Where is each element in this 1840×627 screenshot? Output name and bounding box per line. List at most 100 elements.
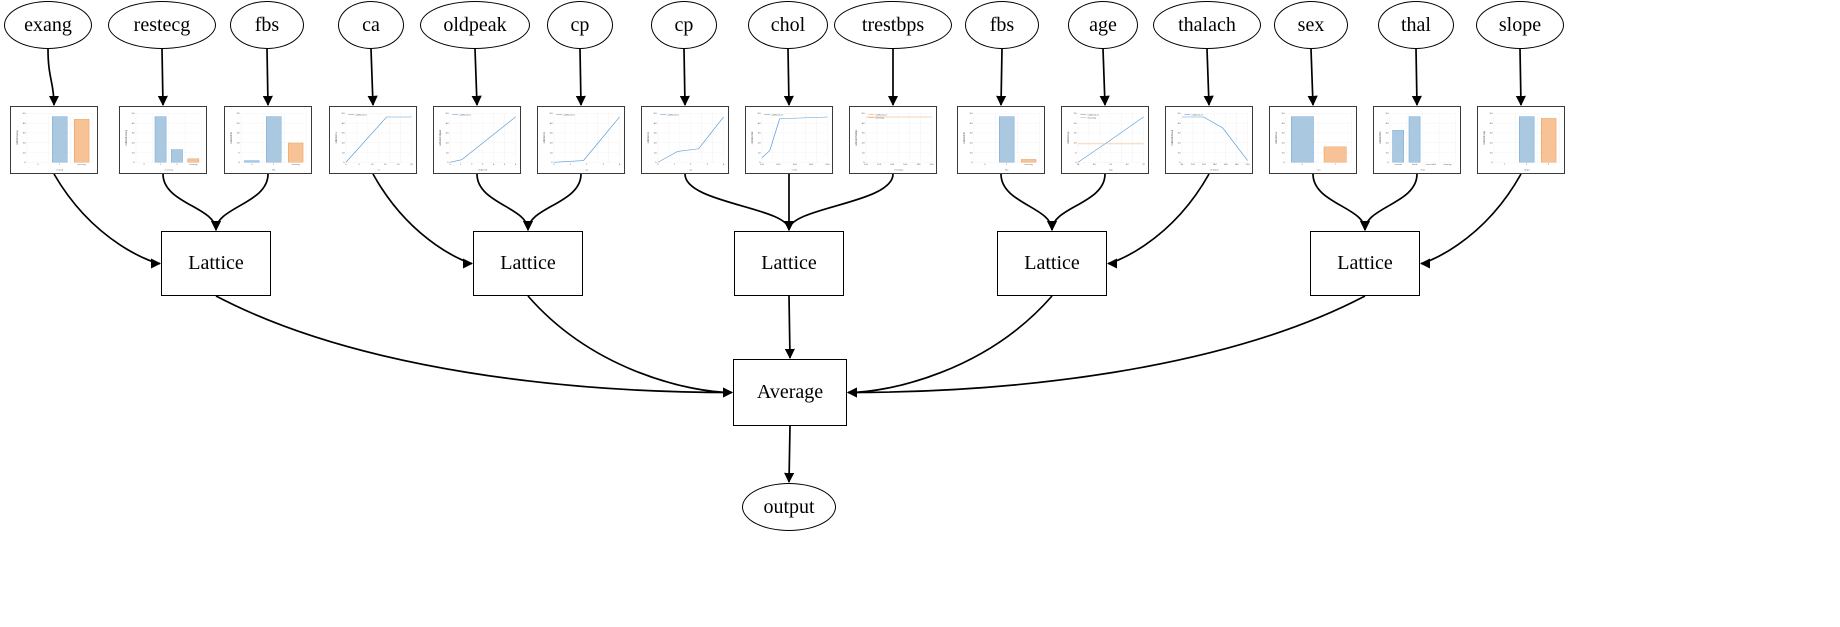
svg-text:100: 100 [760,164,765,166]
svg-text:0: 0 [971,161,973,164]
svg-text:30: 30 [23,132,27,135]
svg-text:1: 1 [160,164,162,166]
svg-text:40: 40 [862,122,866,125]
svg-text:30: 30 [970,132,974,135]
svg-text:25: 25 [410,164,414,166]
lattice-node-1[interactable]: Lattice [473,231,583,296]
svg-text:1: 1 [59,164,61,166]
svg-text:10: 10 [970,152,974,155]
svg-text:0: 0 [345,164,347,166]
edge-p6-to-l2 [684,173,795,232]
feature-node-label: age [1089,14,1117,36]
svg-text:40: 40 [342,122,346,125]
svg-text:180: 180 [1235,164,1240,166]
feature-node-ca[interactable]: ca [338,1,404,49]
feature-node-restecg[interactable]: restecg [108,1,216,49]
svg-text:30: 30 [1282,132,1286,135]
svg-text:40: 40 [23,122,27,125]
svg-text:calibrated sex: calibrated sex [1275,131,1278,144]
svg-text:1: 1 [1504,164,1506,166]
svg-text:40: 40 [132,122,136,125]
svg-text:calibrated: calibrated [875,114,887,117]
feature-node-cp[interactable]: cp [547,1,613,49]
svg-text:0: 0 [1283,161,1285,164]
svg-text:100: 100 [864,164,869,166]
svg-text:cp: cp [689,170,693,171]
feature-node-fbs[interactable]: fbs [965,1,1039,49]
feature-node-oldpeak[interactable]: oldpeak [420,1,530,49]
svg-text:fbs: fbs [1005,170,1008,171]
svg-text:20: 20 [397,164,401,166]
svg-text:40: 40 [970,122,974,125]
svg-text:calibrated ca: calibrated ca [335,132,338,144]
edge-l1-to-avg [527,295,734,398]
svg-text:160: 160 [1224,164,1229,166]
svg-text:calibrated trestbps: calibrated trestbps [855,130,858,146]
svg-text:30: 30 [342,132,346,135]
svg-text:50: 50 [550,112,554,115]
svg-text:40: 40 [1386,122,1390,125]
svg-text:0: 0 [1491,161,1493,164]
output-node[interactable]: output [742,483,836,531]
svg-text:50: 50 [1386,112,1390,115]
average-node[interactable]: Average [733,359,847,426]
feature-node-label: exang [24,14,72,36]
svg-text:3: 3 [1548,164,1550,166]
feature-node-age[interactable]: age [1068,1,1138,49]
feature-node-thal[interactable]: thal [1378,1,1454,49]
feature-node-sex[interactable]: sex [1274,1,1348,49]
lattice-node-4[interactable]: Lattice [1310,231,1420,296]
feature-node-thalach[interactable]: thalach [1153,1,1261,49]
feature-node-slope[interactable]: slope [1476,1,1564,49]
feature-node-trestbps[interactable]: trestbps [834,1,952,49]
svg-text:thalach: thalach [1211,169,1220,171]
edge-p2-to-l0 [210,173,269,232]
lattice-node-0[interactable]: Lattice [161,231,271,296]
svg-text:calibrated: calibrated [1191,114,1203,117]
edge-l0-to-avg [215,295,734,398]
edge-f7-to-p7 [783,48,794,107]
svg-text:50: 50 [1490,112,1494,115]
svg-text:10: 10 [1178,152,1182,155]
svg-text:200: 200 [776,164,781,166]
lattice-node-3[interactable]: Lattice [997,231,1107,296]
svg-text:60: 60 [1126,164,1130,166]
svg-text:400: 400 [809,164,814,166]
feature-node-cp[interactable]: cp [651,1,717,49]
svg-text:500: 500 [826,164,830,166]
feature-node-exang[interactable]: exang [4,1,92,49]
lattice-node-label: Lattice [500,252,556,274]
svg-text:0: 0 [447,161,449,164]
lattice-node-2[interactable]: Lattice [734,231,844,296]
feature-node-label: ca [362,14,380,36]
svg-text:calibrated fbs: calibrated fbs [230,132,233,144]
edge-f1-to-p1 [157,48,168,107]
feature-node-chol[interactable]: chol [748,1,828,49]
edge-p4-to-l1 [476,173,534,232]
svg-text:40: 40 [758,122,762,125]
svg-text:50: 50 [970,112,974,115]
svg-text:0: 0 [1075,161,1077,164]
svg-text:1: 1 [460,164,462,166]
svg-text:140: 140 [890,164,895,166]
feature-node-label: oldpeak [443,14,507,36]
feature-node-fbs[interactable]: fbs [230,1,304,49]
svg-text:normal: normal [1394,163,1402,166]
feature-node-label: cp [674,14,694,36]
svg-text:calibrated: calibrated [667,114,679,117]
